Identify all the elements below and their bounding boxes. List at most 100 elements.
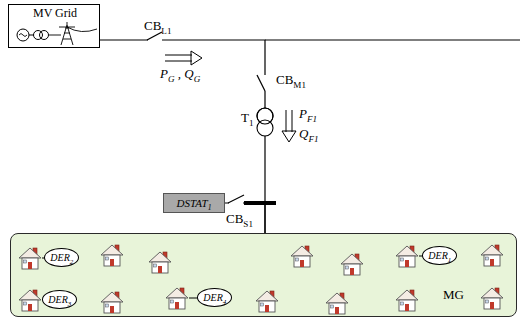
house-wall <box>22 258 38 269</box>
flow-label: PF1 <box>299 106 317 121</box>
der-circle: DER3 <box>42 290 77 309</box>
house-door <box>158 266 162 273</box>
der-circle: DER1 <box>422 246 457 265</box>
house-window <box>486 300 489 303</box>
house-wall <box>294 256 310 267</box>
flow-label: PG , QG <box>160 66 200 81</box>
house-roof <box>396 290 418 300</box>
house-door <box>110 259 114 266</box>
house-wall <box>329 303 345 314</box>
breaker-label: CBS1 <box>226 211 253 226</box>
generator-wave <box>19 34 27 37</box>
node-label: MV Grid <box>33 7 77 21</box>
house-door <box>350 268 354 275</box>
house-wall <box>344 264 360 275</box>
breaker-label: CBM1 <box>276 72 306 87</box>
house-roof <box>166 288 188 298</box>
house-roof <box>101 292 123 302</box>
house-roof <box>19 248 41 258</box>
house-icon <box>291 246 313 267</box>
house-window <box>24 260 27 263</box>
transformer-symbol <box>257 108 273 124</box>
house-door <box>28 262 32 269</box>
transmission-tower <box>49 22 97 45</box>
house-door <box>110 306 114 313</box>
bus-line <box>265 39 520 40</box>
house-window <box>331 305 334 308</box>
house-icon <box>166 288 188 309</box>
house-roof <box>291 246 313 256</box>
house-icon <box>19 248 41 269</box>
house-wall <box>399 300 415 311</box>
house-door <box>28 304 32 311</box>
house-window <box>401 302 404 305</box>
flow-label: QF1 <box>299 126 319 141</box>
der-label: DER1 <box>428 250 451 262</box>
generator-symbol <box>17 29 29 41</box>
house-window <box>261 303 264 306</box>
house-wall <box>104 302 120 313</box>
house-wall <box>152 262 168 273</box>
house-door <box>300 260 304 267</box>
house-icon <box>481 288 503 309</box>
node-label: DSTAT1 <box>176 197 211 210</box>
house-roof <box>19 290 41 300</box>
house-icon <box>101 245 123 266</box>
transformer-symbol <box>40 31 49 40</box>
house-roof <box>149 252 171 262</box>
house-wall <box>484 298 500 309</box>
der-label: DER4 <box>203 292 226 304</box>
house-icon <box>481 245 503 266</box>
house-roof <box>326 293 348 303</box>
house-door <box>265 305 269 312</box>
house-wall <box>22 300 38 311</box>
breaker-label: CBL1 <box>144 18 171 33</box>
house-wall <box>484 255 500 266</box>
der-circle: DER4 <box>197 288 232 307</box>
house-icon <box>101 292 123 313</box>
house-window <box>296 258 299 261</box>
region-label: MG <box>443 288 464 303</box>
der-circle: DER2 <box>44 248 79 267</box>
house-window <box>106 304 109 307</box>
house-window <box>486 257 489 260</box>
house-icon <box>396 246 418 267</box>
house-icon <box>396 290 418 311</box>
power-flow-arrow <box>282 110 296 142</box>
house-wall <box>399 256 415 267</box>
house-icon <box>341 254 363 275</box>
der-label: DER3 <box>48 294 71 306</box>
house-icon <box>19 290 41 311</box>
house-window <box>24 302 27 305</box>
house-icon <box>256 291 278 312</box>
transformer-label: T1 <box>241 110 254 125</box>
house-roof <box>481 245 503 255</box>
power-flow-arrow <box>165 51 202 65</box>
house-window <box>106 257 109 260</box>
house-wall <box>104 255 120 266</box>
house-door <box>490 259 494 266</box>
bus-bar <box>244 201 276 205</box>
der-label: DER2 <box>50 252 73 264</box>
house-window <box>154 264 157 267</box>
house-roof <box>481 288 503 298</box>
house-roof <box>101 245 123 255</box>
house-door <box>175 302 179 309</box>
breaker-symbol <box>257 75 265 91</box>
dstatcom-box: DSTAT1 <box>163 193 225 213</box>
house-window <box>346 266 349 269</box>
house-wall <box>169 298 185 309</box>
house-icon <box>149 252 171 273</box>
feeder-line <box>100 40 265 233</box>
house-window <box>171 300 174 303</box>
house-door <box>405 260 409 267</box>
house-roof <box>256 291 278 301</box>
house-roof <box>341 254 363 264</box>
house-roof <box>396 246 418 256</box>
breaker-symbol <box>228 195 244 203</box>
microgrid-region: MG DER2 DER1DER3 DER4 <box>10 233 517 317</box>
house-wall <box>259 301 275 312</box>
breaker-symbol <box>147 32 162 40</box>
house-door <box>335 307 339 314</box>
